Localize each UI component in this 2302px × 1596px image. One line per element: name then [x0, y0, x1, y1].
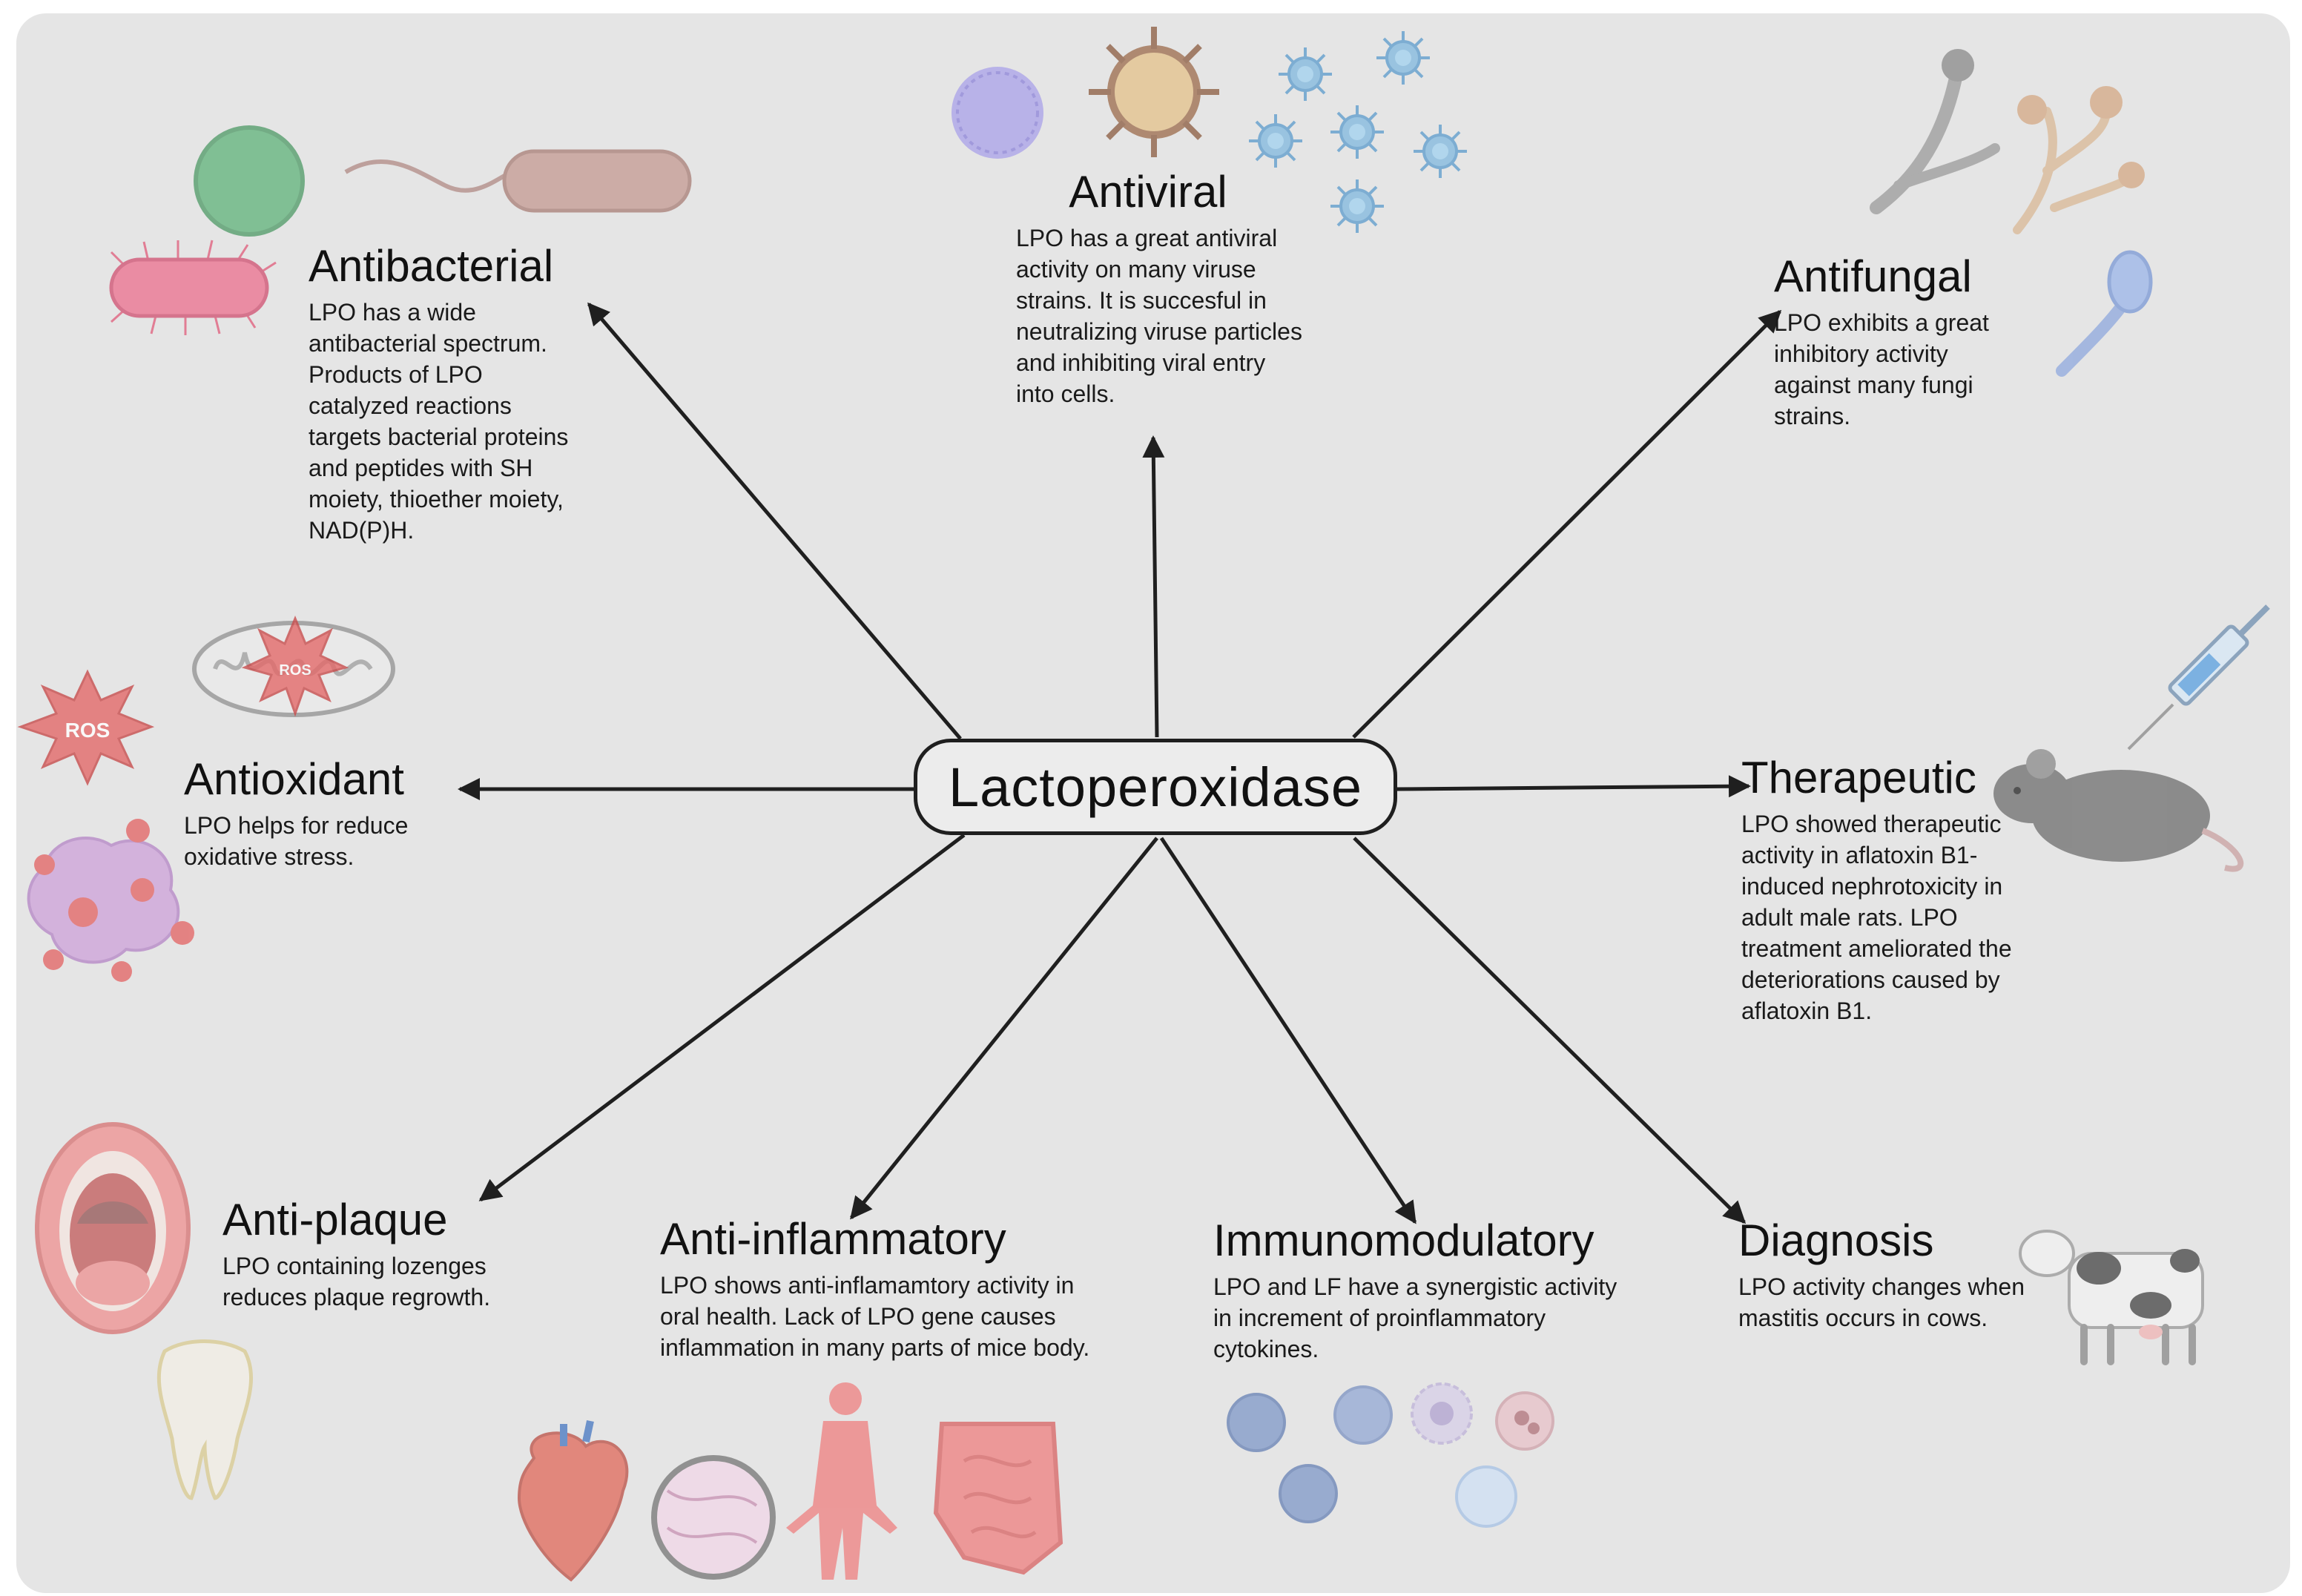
arrow-therapeutic [1396, 775, 1751, 798]
node-description: LPO exhibits a great inhibitory activity… [1774, 309, 1989, 429]
node-title: Anti-plaque [222, 1195, 448, 1244]
intestine-icon [933, 1422, 1063, 1575]
node-title: Immunomodulatory [1213, 1216, 1594, 1265]
arrow-antiviral [1142, 435, 1165, 738]
arrow-antiplaque [478, 834, 966, 1201]
node-description: LPO has a wide antibacterial spectrum. P… [309, 299, 569, 544]
node-title: Antiviral [1069, 167, 1227, 217]
node-description: LPO showed therapeutic activity in aflat… [1741, 811, 2012, 1024]
center-label: Lactoperoxidase [948, 756, 1363, 818]
node-title: Antibacterial [309, 241, 554, 291]
fungi-icon [1870, 49, 2153, 377]
node-antiviral: Antiviral LPO has a great antiviral acti… [1016, 168, 1310, 409]
human-body-icon [786, 1382, 897, 1580]
node-description: LPO has a great antiviral activity on ma… [1016, 225, 1302, 407]
center-node: Lactoperoxidase [914, 739, 1397, 835]
arrow-antibacterial [587, 302, 962, 740]
mouse-icon [1993, 749, 2244, 872]
node-antifungal: Antifungal LPO exhibits a great inhibito… [1774, 252, 2026, 432]
arrows [458, 302, 1782, 1224]
arrow-antifungal [1352, 309, 1782, 739]
node-description: LPO activity changes when mastitis occur… [1738, 1273, 2025, 1331]
node-title: Antifungal [1774, 251, 1972, 301]
node-antioxidant: Antioxidant LPO helps for reduce oxidati… [184, 755, 466, 872]
node-title: Anti-inflammatory [660, 1214, 1006, 1264]
node-description: LPO containing lozenges reduces plaque r… [222, 1253, 491, 1310]
node-description: LPO and LF have a synergistic activity i… [1213, 1273, 1617, 1362]
arrow-diagnosis [1353, 837, 1747, 1224]
virus-icon [952, 27, 1468, 234]
tooth-icon [156, 1339, 254, 1500]
bacteria-icon [109, 125, 692, 335]
node-description: LPO shows anti-inflamamtory activity in … [660, 1272, 1090, 1361]
node-title: Therapeutic [1741, 753, 1976, 802]
ros-label: ROS [279, 662, 311, 679]
node-title: Antioxidant [184, 754, 404, 804]
node-antibacterial: Antibacterial LPO has a wide antibacteri… [309, 242, 583, 546]
node-antiplaque: Anti-plaque LPO containing lozenges redu… [222, 1196, 534, 1313]
arrow-antiinflammatory [850, 837, 1158, 1220]
mouth-icon [35, 1122, 191, 1334]
syringe-icon [2127, 604, 2270, 751]
ros-label: ROS [65, 719, 111, 742]
cow-icon [2019, 1230, 2204, 1365]
node-immunomodulatory: Immunomodulatory LPO and LF have a syner… [1213, 1216, 1629, 1365]
node-antiinflammatory: Anti-inflammatory LPO shows anti-inflama… [660, 1215, 1112, 1363]
ros-burst-icon: ROS ROS [17, 616, 349, 982]
arrow-immunomodulatory [1159, 837, 1417, 1224]
immune-cells-icon [1227, 1382, 1554, 1528]
heart-icon [517, 1419, 629, 1582]
tissue-icon [651, 1455, 776, 1580]
node-diagnosis: Diagnosis LPO activity changes when mast… [1738, 1216, 2028, 1333]
node-therapeutic: Therapeutic LPO showed therapeutic activ… [1741, 754, 2031, 1026]
node-description: LPO helps for reduce oxidative stress. [184, 812, 409, 870]
node-title: Diagnosis [1738, 1216, 1934, 1265]
